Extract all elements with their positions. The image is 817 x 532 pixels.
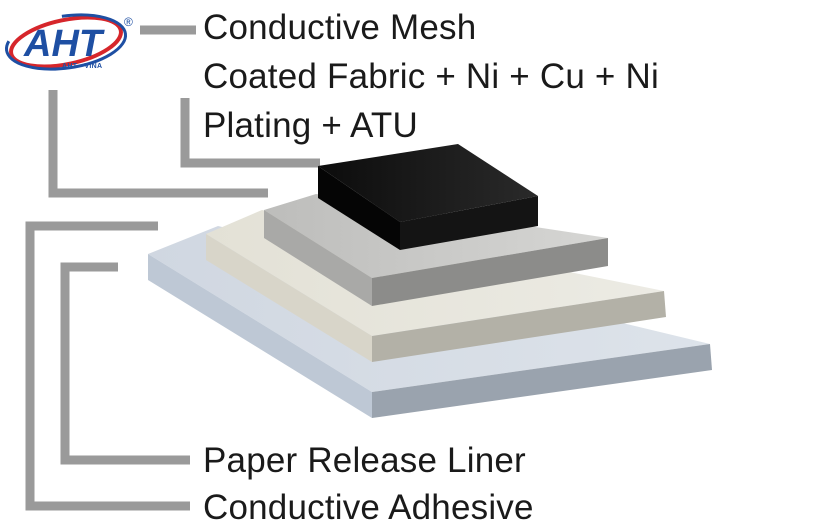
liner-right-face <box>372 344 712 418</box>
fabric-front-face <box>264 210 372 306</box>
fabric-right-face <box>372 238 608 306</box>
logo-subtext: AHT - VINA <box>62 63 103 70</box>
logo-swoosh-red <box>9 15 123 69</box>
label-coated-fabric: Coated Fabric + Ni + Cu + Ni <box>203 57 659 96</box>
leader-line-paper-liner <box>60 262 190 465</box>
adhesive-front-face <box>206 234 372 362</box>
logo-registered-mark: ® <box>124 15 133 29</box>
logo-text: AHT <box>23 23 105 65</box>
logo-swoosh-blue <box>4 13 128 71</box>
liner-front-face <box>148 254 372 418</box>
mesh-front-face <box>318 166 400 250</box>
mesh-right-face <box>400 196 538 250</box>
adhesive-right-face <box>372 291 666 362</box>
mesh-top-face <box>318 144 538 222</box>
leader-line-logo-fabric <box>48 90 268 198</box>
label-conductive-mesh: Conductive Mesh <box>203 8 477 47</box>
layer-conductive-mesh <box>318 144 538 250</box>
label-plating-atu: Plating + ATU <box>203 106 418 145</box>
leader-lines <box>25 25 320 511</box>
leader-line-conductive-adhesive <box>25 221 190 511</box>
label-paper-release-liner: Paper Release Liner <box>203 441 526 480</box>
leader-line-fabric-plating <box>180 98 320 168</box>
label-conductive-adhesive: Conductive Adhesive <box>203 488 534 527</box>
aht-logo: AHT ® <box>4 13 133 71</box>
